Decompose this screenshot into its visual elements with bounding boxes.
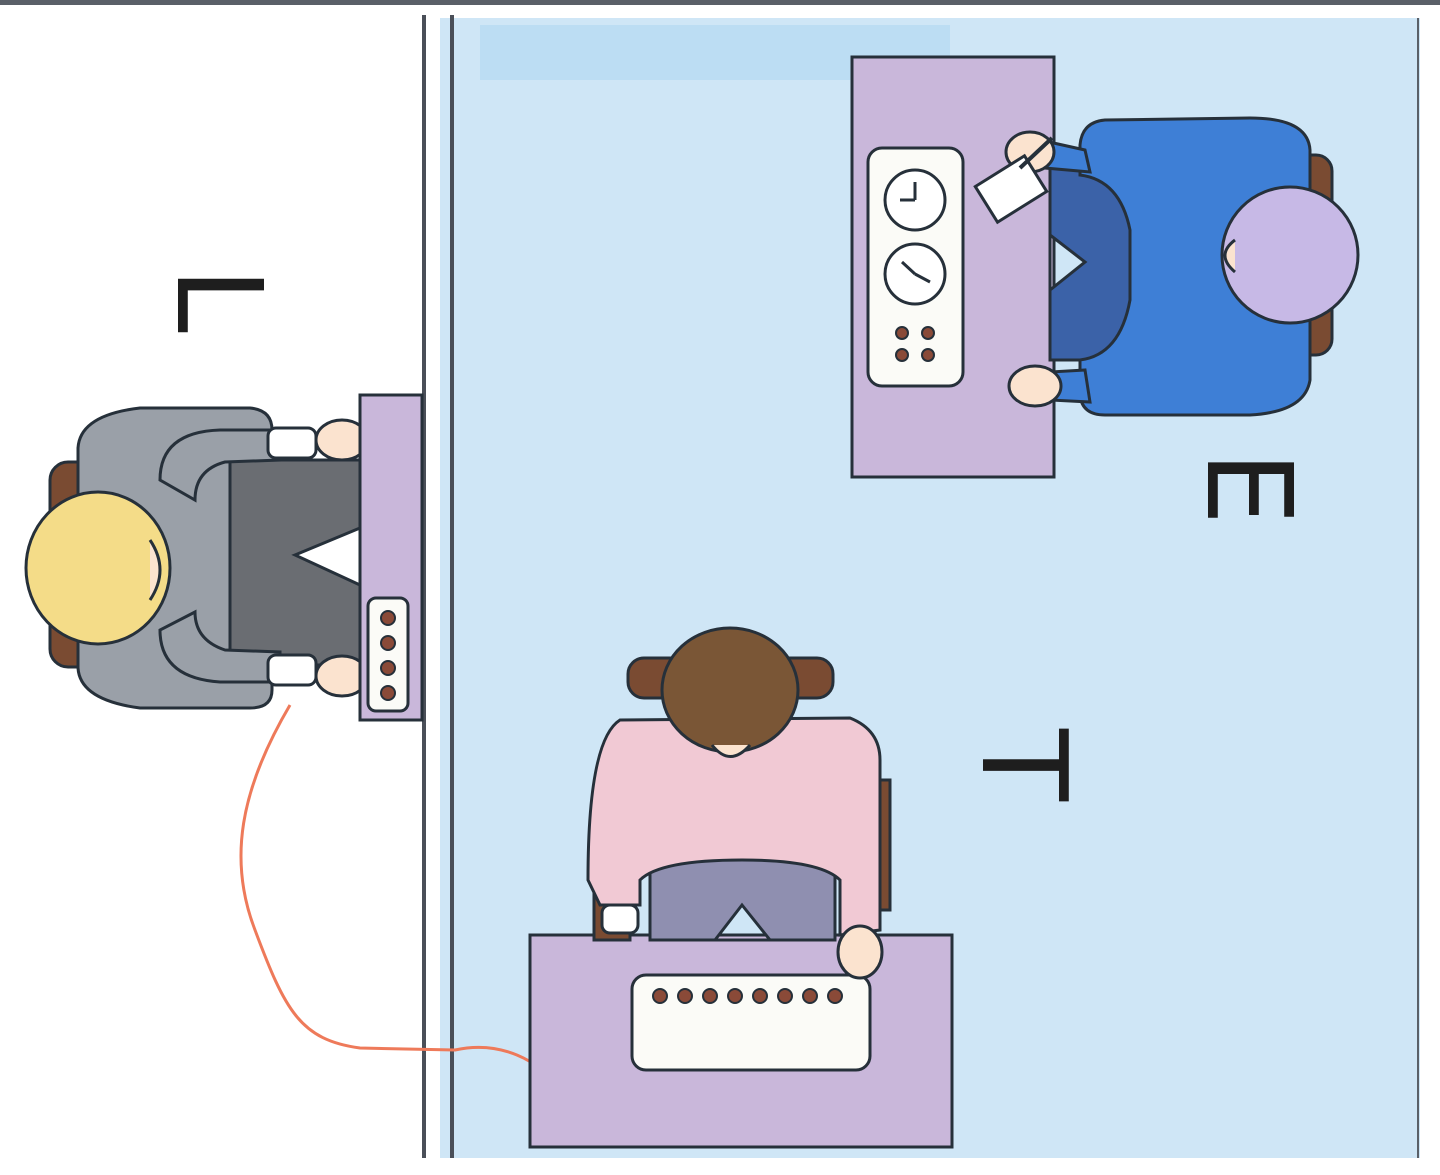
experimenter xyxy=(973,116,1360,417)
teacher-shirt xyxy=(586,716,882,937)
answer-button xyxy=(380,635,396,651)
notepad xyxy=(973,153,1049,225)
learner xyxy=(24,406,370,710)
answer-button xyxy=(380,660,396,676)
shock-switch xyxy=(702,988,718,1004)
panel-knob xyxy=(895,326,909,340)
teacher-hand xyxy=(836,924,884,980)
label-learner: L xyxy=(150,267,288,333)
learner-head xyxy=(24,490,172,646)
panel-knob xyxy=(921,326,935,340)
top-border xyxy=(0,0,1440,5)
experimenter-head xyxy=(1220,185,1360,325)
experimenter-shirt xyxy=(1078,116,1312,417)
shock-switch xyxy=(752,988,768,1004)
clock-hands xyxy=(900,182,917,202)
experimenter-ear xyxy=(1223,238,1237,274)
learner-answer-box xyxy=(366,596,410,713)
learner-ear xyxy=(148,539,162,601)
panel-knob xyxy=(895,348,909,362)
experimenter-clock-panel xyxy=(866,146,965,388)
teacher-ear xyxy=(710,743,752,758)
answer-button xyxy=(380,685,396,701)
learner-cuff-bottom xyxy=(266,653,318,687)
experimenter-hand xyxy=(1007,364,1063,408)
shock-switch xyxy=(727,988,743,1004)
teacher-cuff xyxy=(600,903,640,935)
label-teacher: T xyxy=(955,728,1093,802)
answer-box-panel xyxy=(366,596,410,713)
learner-cuff-top xyxy=(266,426,318,460)
learner-pants xyxy=(228,458,362,667)
shock-switch xyxy=(777,988,793,1004)
answer-button xyxy=(380,610,396,626)
label-experimenter: E xyxy=(1180,451,1318,526)
panel-knob xyxy=(921,348,935,362)
pen xyxy=(1018,136,1054,170)
shock-switch xyxy=(652,988,668,1004)
teacher-shock-generator xyxy=(630,973,872,1072)
clock-hands xyxy=(900,260,931,284)
teacher-head xyxy=(660,626,800,754)
shock-switch xyxy=(827,988,843,1004)
shock-switch xyxy=(802,988,818,1004)
teacher xyxy=(586,626,892,980)
shock-switch xyxy=(677,988,693,1004)
